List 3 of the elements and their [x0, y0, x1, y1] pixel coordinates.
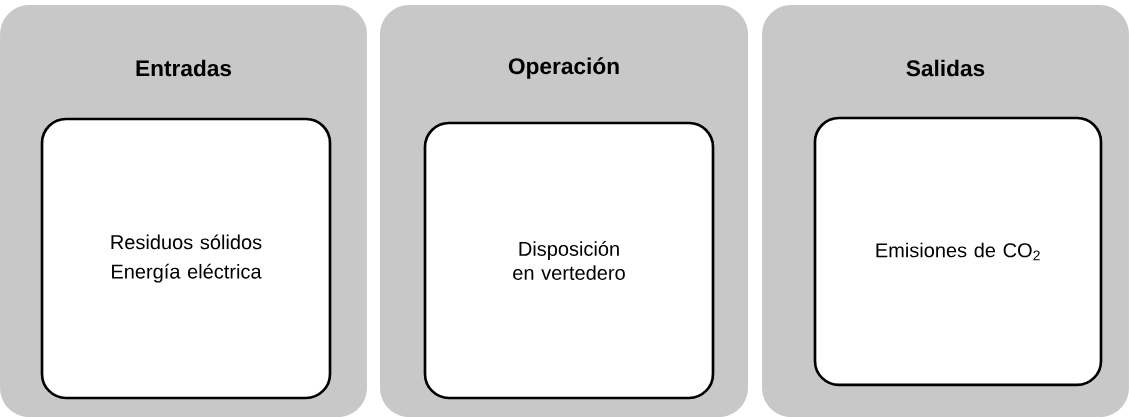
text-box: Disposición en vertedero — [423, 121, 715, 400]
text-box: Residuos sólidos Energía eléctrica — [40, 117, 332, 400]
text-box: Emisiones de CO$_{2}$ — [813, 116, 1103, 387]
